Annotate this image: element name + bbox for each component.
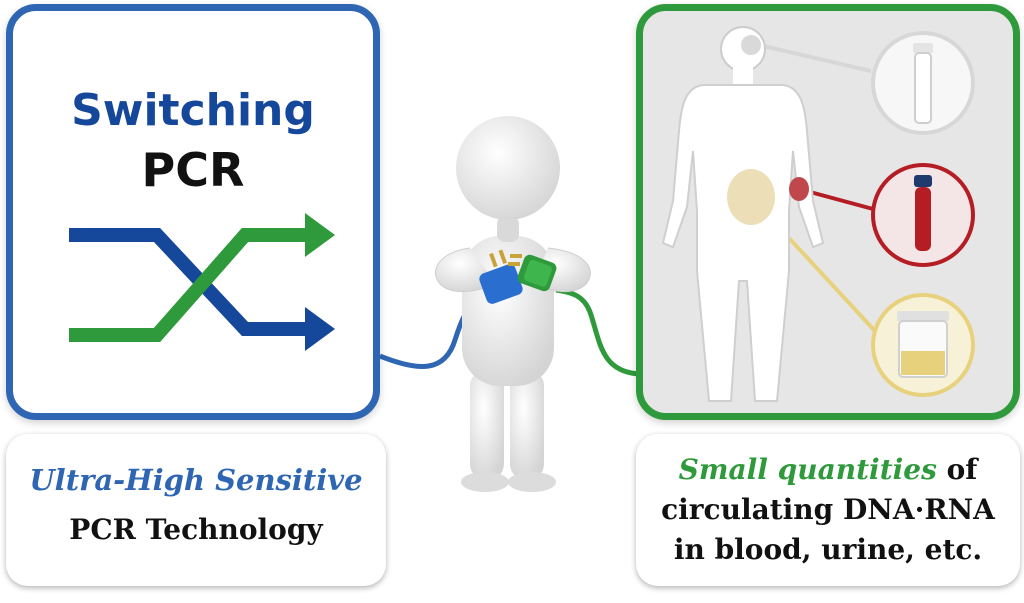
caption-line-1: Small quantities of — [636, 450, 1020, 490]
left-caption-card: Ultra-High Sensitive PCR Technology — [6, 434, 386, 586]
panel-title-switching: Switching — [71, 85, 315, 136]
head-marker — [741, 35, 761, 55]
shuffle-arrows-icon — [69, 213, 335, 351]
blue-plug-icon — [479, 249, 523, 304]
panel-title-pcr: PCR — [141, 143, 245, 197]
urine-cup-icon — [871, 293, 975, 397]
switching-pcr-panel: Switching PCR — [6, 4, 380, 420]
saliva-tube-icon — [871, 31, 975, 135]
caption-circulating: circulating DNA·RNA — [661, 493, 995, 526]
sample-sources-diagram — [661, 26, 975, 402]
arm-vein-marker — [789, 177, 809, 201]
right-caption-card: Small quantities of circulating DNA·RNA … — [636, 434, 1020, 586]
bladder-marker — [727, 169, 775, 225]
caption-ultra-high-sensitive: Ultra-High Sensitive — [29, 463, 363, 497]
green-plug-icon — [508, 254, 557, 292]
caption-of: of — [936, 453, 978, 486]
caption-blood-urine: in blood, urine, etc. — [673, 533, 983, 566]
green-cable — [555, 287, 641, 377]
sample-sources-panel — [636, 4, 1020, 420]
blood-tube-icon — [871, 163, 975, 267]
caption-small-quantities: Small quantities — [678, 453, 937, 486]
caption-pcr-technology: PCR Technology — [69, 513, 323, 546]
